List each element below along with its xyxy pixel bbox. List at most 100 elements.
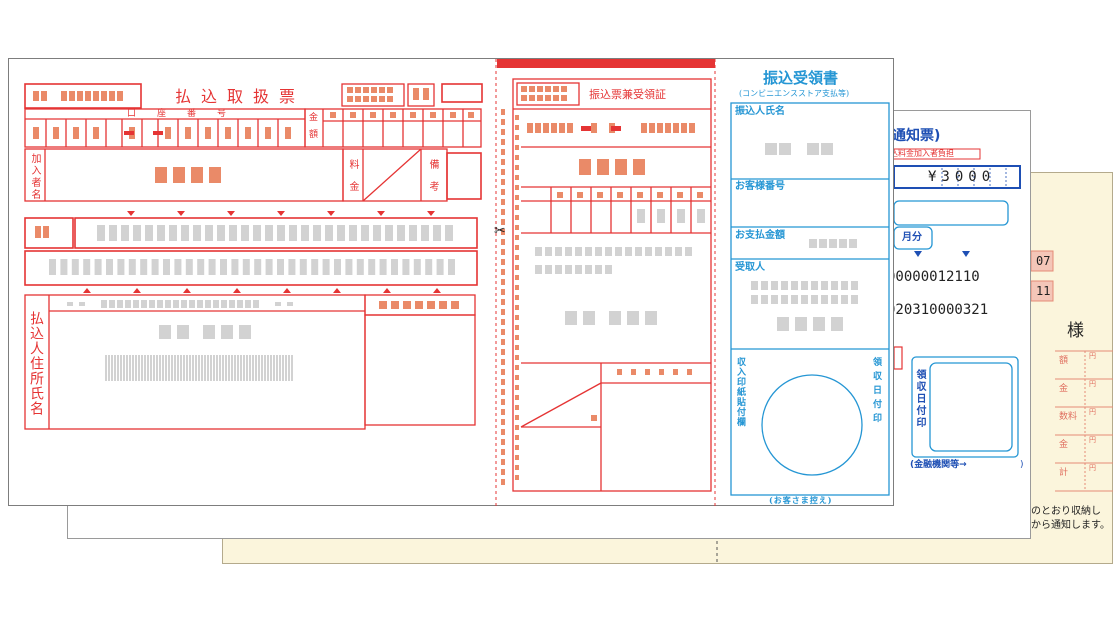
redacted-block [791, 281, 798, 290]
redacted-block [210, 355, 212, 381]
redacted-block [501, 349, 505, 355]
redacted-block [635, 247, 642, 256]
redacted-block [515, 195, 519, 200]
top-marks [33, 91, 123, 101]
yen-mark: 円 [1089, 464, 1096, 472]
back-label-11: 11 [1036, 284, 1051, 298]
account-label: 号 [217, 109, 227, 119]
redacted-block [345, 259, 353, 275]
bank-date-stamp-label: 領収日付印 [914, 369, 925, 429]
redacted-block [413, 259, 421, 275]
redacted-block [229, 300, 235, 308]
field-customer-number: お客様番号 [735, 181, 785, 192]
field-payment-amount: お支払金額 [735, 230, 785, 241]
redacted-block [156, 355, 158, 381]
redacted-block [201, 355, 203, 381]
redacted-block [811, 281, 818, 290]
redacted-block [402, 259, 410, 275]
redacted-block [189, 355, 191, 381]
redacted-block [165, 355, 167, 381]
redacted-block [515, 305, 519, 310]
redacted-block [501, 199, 505, 205]
notice-subtitle: 込料金加入者負担 [890, 149, 954, 158]
redacted-block [288, 355, 290, 381]
redacted-block [149, 300, 155, 308]
redacted-block [555, 265, 562, 274]
redacted-block [322, 259, 330, 275]
redacted-block [501, 229, 505, 235]
redacted-block [243, 355, 245, 381]
redacted-block [106, 259, 113, 275]
yen-mark: 円 [1089, 436, 1096, 444]
redacted-block [515, 205, 519, 210]
redacted-block [515, 465, 519, 470]
remarks-label: 備考 [427, 159, 438, 203]
redacted-block [217, 225, 225, 241]
redacted-block [501, 289, 505, 295]
redacted-block [831, 295, 838, 304]
redacted-block [151, 259, 159, 275]
field-payer-name: 振込人氏名 [735, 106, 785, 117]
redacted-block [222, 355, 224, 381]
redacted-block [117, 259, 125, 275]
revenue-stamp-label: 収入印紙貼付欄 [735, 357, 745, 427]
redacted-block [299, 259, 307, 275]
redacted-block [291, 355, 293, 381]
month-label: 月分 [902, 232, 922, 243]
redacted-block [213, 300, 219, 308]
redacted-block [234, 355, 236, 381]
redacted-block [138, 355, 140, 381]
redacted-block [501, 179, 505, 185]
account-label: 番 [187, 109, 197, 119]
redacted-block [157, 300, 163, 308]
redacted-block [231, 259, 239, 275]
redacted-block [801, 281, 808, 290]
redacted-block [515, 395, 519, 400]
redacted-block [535, 265, 542, 274]
redacted-block [140, 259, 148, 275]
redacted-block [162, 355, 164, 381]
redacted-block [49, 259, 56, 275]
redacted-block [625, 247, 632, 256]
redacted-block [501, 109, 505, 115]
front-sheet-form-lines [24, 59, 890, 507]
redacted-block [501, 429, 505, 435]
redacted-block [325, 225, 333, 241]
redacted-block [501, 219, 505, 225]
redacted-block [242, 259, 250, 275]
date-stamp-label: 領収日付印 [871, 357, 881, 427]
redacted-block [501, 409, 505, 415]
redacted-block [515, 215, 519, 220]
redacted-block [229, 225, 237, 241]
redacted-block [245, 300, 251, 308]
customer-number-2: 020310000321 [887, 302, 989, 318]
redacted-block [515, 455, 519, 460]
redacted-block [751, 295, 758, 304]
redacted-block [356, 259, 364, 275]
redacted-block [153, 355, 155, 381]
redacted-block [515, 225, 519, 230]
redacted-block [275, 302, 281, 306]
redacted-block [515, 235, 519, 240]
redacted-block [645, 247, 652, 256]
redacted-block [515, 355, 519, 360]
redacted-block [501, 159, 505, 165]
redacted-block [301, 225, 309, 241]
redacted-block [174, 259, 182, 275]
redacted-block [501, 319, 505, 325]
bank-footer: (金融機関等→ [910, 460, 967, 470]
redacted-block [231, 355, 233, 381]
redacted-block [501, 269, 505, 275]
redacted-block [180, 355, 182, 381]
receipt-title: 振込票兼受領証 [589, 88, 666, 101]
redacted-block [135, 355, 137, 381]
middle-sheet-form-lines [887, 148, 1021, 458]
redacted-block [221, 300, 227, 308]
redacted-block [249, 355, 251, 381]
redacted-block [207, 355, 209, 381]
redacted-block [205, 300, 211, 308]
account-label: 座 [157, 109, 167, 119]
redacted-block [237, 300, 243, 308]
redacted-block [585, 247, 592, 256]
redacted-block [193, 225, 201, 241]
